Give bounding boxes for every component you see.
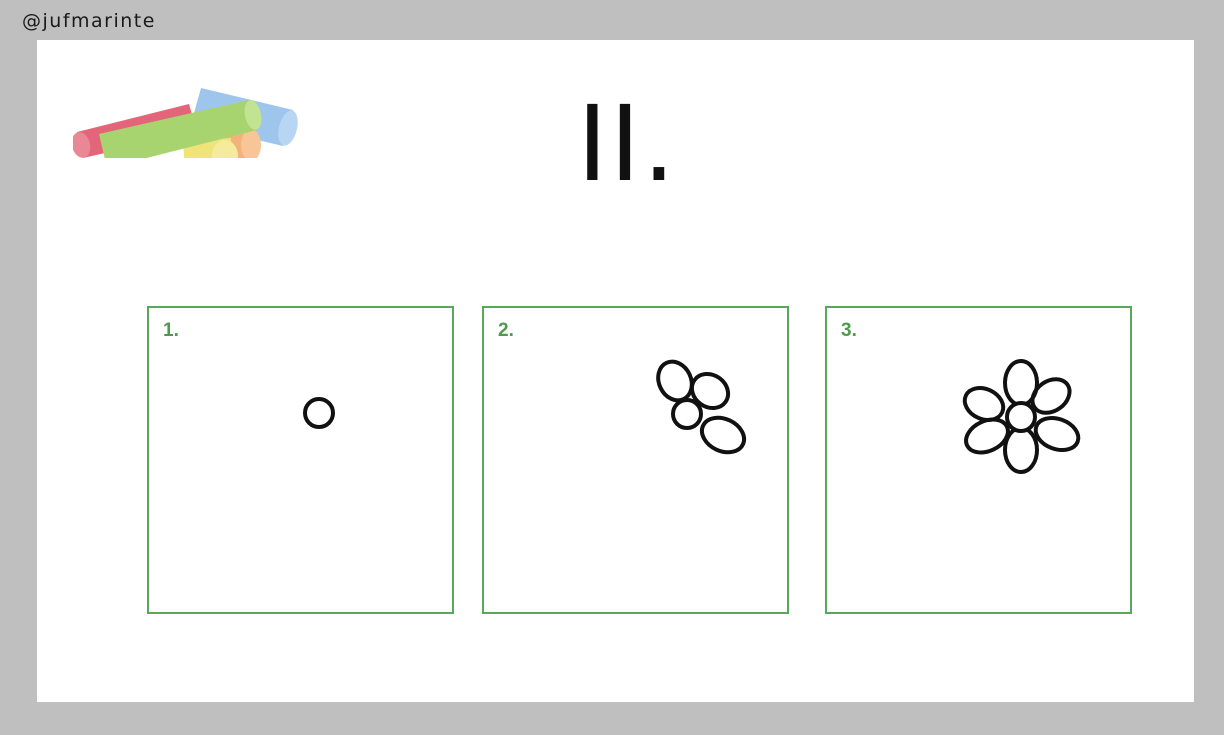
worksheet-slide: II. 1. 2. 3. bbox=[37, 40, 1194, 702]
author-handle: @jufmarinte bbox=[22, 10, 156, 32]
circle-drawing-icon bbox=[149, 308, 452, 612]
flower-drawing-icon bbox=[827, 308, 1130, 612]
partial-flower-drawing-icon bbox=[484, 308, 787, 612]
chalk-sticks-icon bbox=[73, 70, 305, 158]
step-box-1: 1. bbox=[147, 306, 454, 614]
page-title: II. bbox=[577, 92, 677, 196]
step-box-2: 2. bbox=[482, 306, 789, 614]
step-box-3: 3. bbox=[825, 306, 1132, 614]
